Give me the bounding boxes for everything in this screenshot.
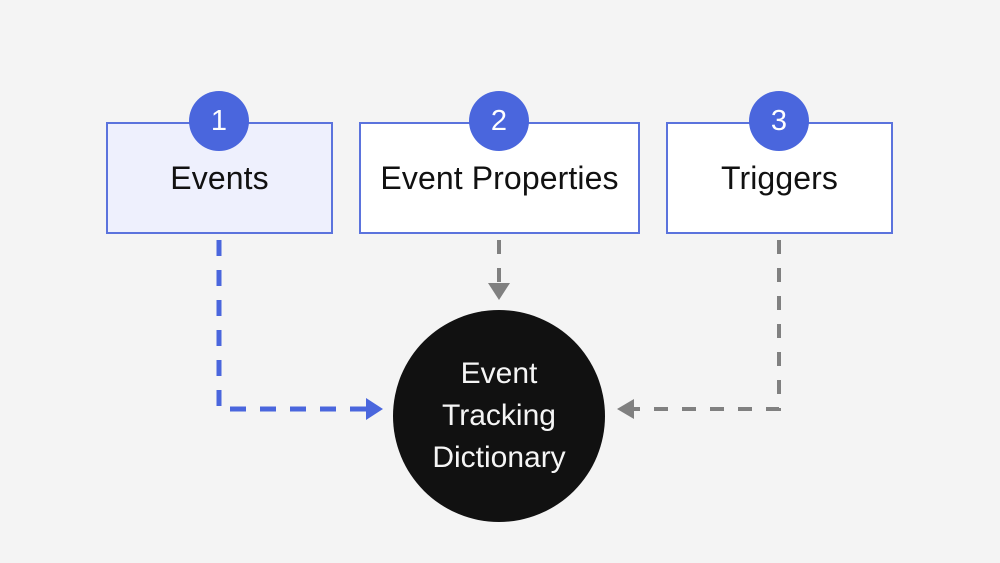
connector-events-to-hub: [216, 240, 383, 420]
badge-step-2-number: 2: [490, 104, 508, 137]
badge-step-3: 3: [749, 91, 809, 151]
hub-line-2: Tracking: [442, 399, 556, 432]
card-events-label: Events: [170, 160, 269, 196]
card-event-properties-label: Event Properties: [380, 160, 619, 196]
badge-step-2: 2: [469, 91, 529, 151]
connector-triggers-to-hub: [617, 240, 781, 419]
badge-step-1-number: 1: [210, 104, 228, 137]
badge-step-1: 1: [189, 91, 249, 151]
connector-event-properties-to-hub: [488, 240, 510, 300]
hub-event-tracking-dictionary[interactable]: Event Tracking Dictionary: [393, 310, 605, 522]
card-triggers-label: Triggers: [721, 160, 838, 196]
hub-line-3: Dictionary: [432, 441, 566, 474]
hub-line-1: Event: [460, 357, 538, 390]
badge-step-3-number: 3: [770, 104, 788, 137]
